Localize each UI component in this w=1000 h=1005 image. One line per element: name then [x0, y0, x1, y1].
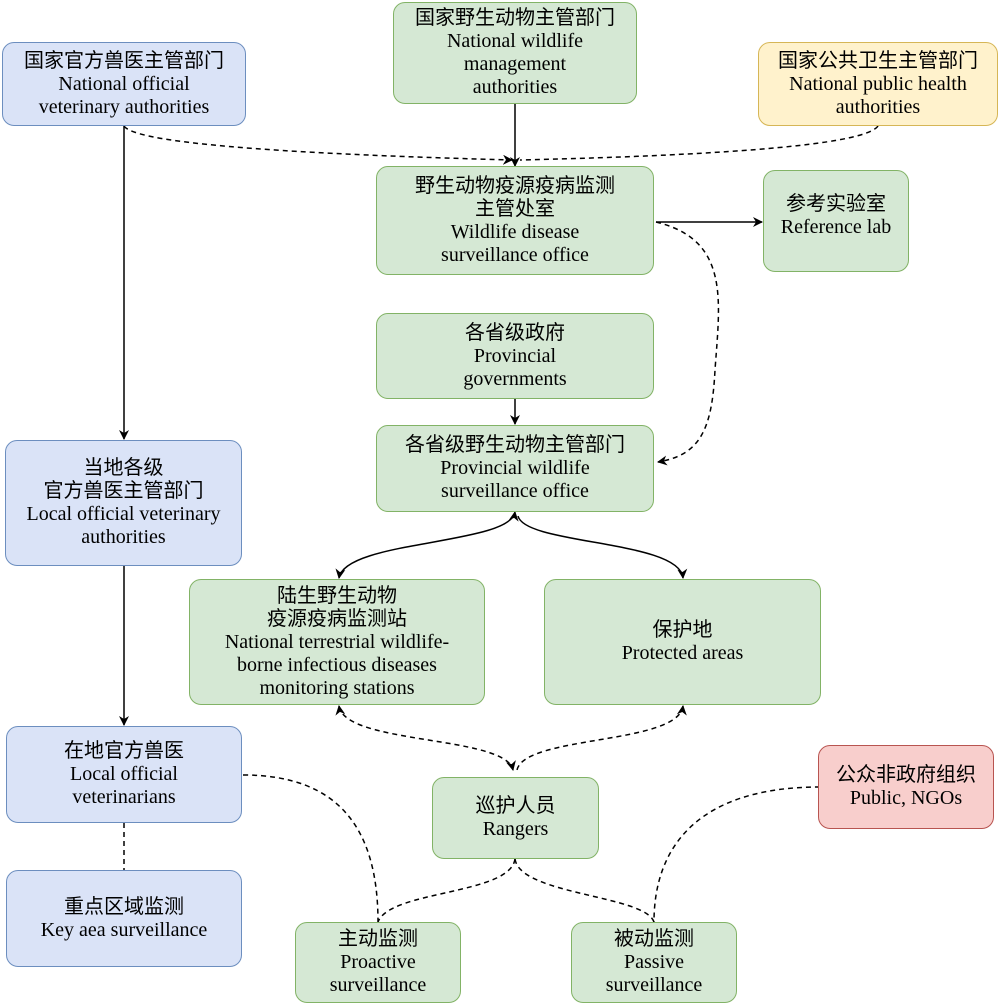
link-national-health-to-office — [519, 125, 879, 161]
local-vets-en1: Local official — [70, 763, 178, 785]
link-rangers-to-passive — [514, 858, 655, 923]
national-health-box: 国家公共卫生主管部门 National public health author… — [758, 42, 998, 126]
surveillance-office-en2: surveillance office — [441, 243, 589, 266]
passive-zh: 被动监测 — [614, 928, 694, 950]
provincial-wildlife-en1: Provincial wildlife — [440, 457, 590, 479]
key-area-zh: 重点区域监测 — [64, 895, 184, 918]
reference-lab-zh: 参考实验室 — [786, 193, 886, 215]
public-ngos-zh: 公众非政府组织 — [836, 764, 976, 786]
rangers-en: Rangers — [482, 818, 549, 840]
link-office-to-provincial-wildlife — [655, 221, 720, 466]
link-protected-to-rangers — [516, 705, 687, 771]
monitoring-stations-zh1: 陆生野生动物 — [277, 584, 397, 607]
link-local-vets-to-proactive — [242, 774, 379, 923]
arrow-provincial-to-stations — [335, 511, 519, 579]
local-vet-authorities-zh1: 当地各级 — [83, 457, 164, 479]
rangers-box: 巡护人员 Rangers — [432, 777, 599, 859]
protected-areas-zh: 保护地 — [652, 619, 713, 641]
provincial-gov-zh: 各省级政府 — [465, 321, 565, 344]
surveillance-office-en1: Wildlife disease — [450, 220, 580, 243]
national-vet-en1: National official — [58, 72, 190, 95]
local-vets-box: 在地官方兽医 Local official veterinarians — [6, 726, 242, 823]
proactive-zh: 主动监测 — [338, 928, 418, 950]
national-wildlife-en3: authorities — [472, 76, 558, 98]
protected-areas-box: 保护地 Protected areas — [544, 579, 821, 705]
protected-areas-en: Protected areas — [621, 642, 744, 664]
national-health-en2: authorities — [835, 95, 921, 118]
proactive-box: 主动监测 Proactive surveillance — [295, 922, 461, 1003]
provincial-wildlife-box: 各省级野生动物主管部门 Provincial wildlife surveill… — [376, 425, 654, 512]
link-national-vet-to-office — [123, 125, 513, 165]
monitoring-stations-en1: National terrestrial wildlife- — [224, 630, 450, 653]
rangers-zh: 巡护人员 — [475, 795, 556, 817]
local-vets-en2: veterinarians — [72, 786, 176, 808]
monitoring-stations-en2: borne infectious diseases — [237, 653, 437, 676]
national-wildlife-en1: National wildlife — [446, 30, 584, 52]
local-vet-authorities-en2: authorities — [81, 526, 166, 548]
key-area-box: 重点区域监测 Key aea surveillance — [6, 870, 242, 967]
passive-en1: Passive — [624, 951, 684, 973]
monitoring-stations-zh2: 疫源疫病监测站 — [267, 607, 407, 630]
local-vets-zh: 在地官方兽医 — [64, 740, 184, 762]
public-ngos-box: 公众非政府组织 Public, NGOs — [818, 745, 994, 829]
national-wildlife-box: 国家野生动物主管部门 National wildlife management … — [393, 2, 637, 104]
provincial-gov-en1: Provincial — [473, 344, 557, 367]
surveillance-office-zh2: 主管处室 — [475, 197, 555, 220]
passive-box: 被动监测 Passive surveillance — [571, 922, 737, 1003]
provincial-wildlife-en2: surveillance office — [441, 480, 589, 502]
local-vet-authorities-box: 当地各级 官方兽医主管部门 Local official veterinary … — [5, 440, 242, 566]
link-stations-to-rangers — [335, 705, 516, 771]
proactive-en2: surveillance — [329, 974, 427, 996]
monitoring-stations-en3: monitoring stations — [259, 676, 415, 699]
national-health-zh: 国家公共卫生主管部门 — [778, 49, 978, 72]
national-wildlife-zh: 国家野生动物主管部门 — [415, 7, 615, 29]
surveillance-office-zh1: 野生动物疫源疫病监测 — [415, 174, 615, 197]
national-health-en1: National public health — [789, 72, 967, 95]
proactive-en1: Proactive — [340, 951, 416, 973]
reference-lab-box: 参考实验室 Reference lab — [763, 170, 909, 272]
national-wildlife-en2: management — [463, 53, 567, 75]
local-vet-authorities-en1: Local official veterinary — [26, 503, 221, 525]
link-rangers-to-proactive — [377, 858, 516, 923]
key-area-en: Key aea surveillance — [40, 918, 208, 941]
local-vet-authorities-zh2: 官方兽医主管部门 — [43, 480, 204, 502]
monitoring-stations-box: 陆生野生动物 疫源疫病监测站 National terrestrial wild… — [189, 579, 485, 705]
provincial-gov-en2: governments — [463, 367, 567, 390]
national-vet-en2: veterinary authorities — [38, 95, 210, 118]
national-vet-zh: 国家官方兽医主管部门 — [24, 49, 224, 72]
arrow-provincial-to-protected — [517, 515, 688, 579]
passive-en2: surveillance — [605, 974, 703, 996]
reference-lab-en: Reference lab — [780, 216, 892, 238]
public-ngos-en: Public, NGOs — [849, 787, 963, 809]
surveillance-office-box: 野生动物疫源疫病监测 主管处室 Wildlife disease surveil… — [376, 166, 654, 275]
national-vet-box: 国家官方兽医主管部门 National official veterinary … — [2, 42, 246, 126]
provincial-gov-box: 各省级政府 Provincial governments — [376, 313, 654, 399]
provincial-wildlife-zh: 各省级野生动物主管部门 — [405, 434, 625, 456]
link-public-to-passive — [653, 786, 821, 923]
